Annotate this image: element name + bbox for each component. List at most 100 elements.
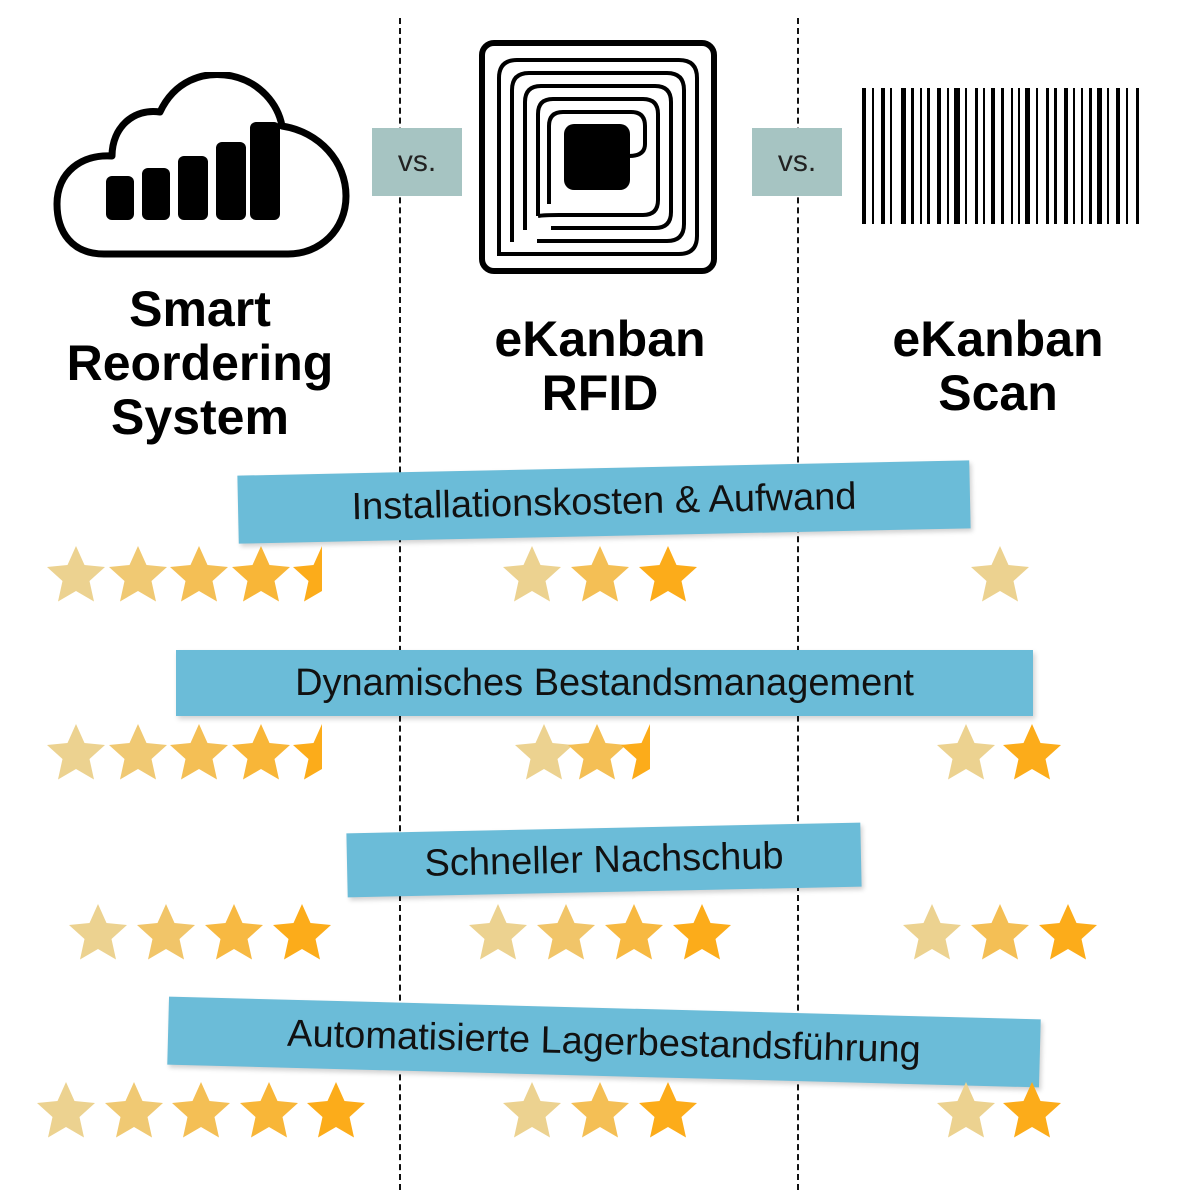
rating-star [568,724,626,780]
barcode-bar [1136,88,1139,224]
barcode-bar [1054,88,1057,224]
rating-star [1003,724,1061,780]
rating-star [170,546,228,602]
barcode-bar [862,88,866,224]
column-divider-left [399,18,401,1190]
barcode-bar [927,88,930,224]
barcode-bar [872,88,874,224]
column-divider-right [797,18,799,1190]
rating-star [293,724,322,780]
barcode-bar [1025,88,1030,224]
criterion-banner-inventory-management: Dynamisches Bestandsmanagement [176,650,1033,716]
rating-star [571,546,629,602]
vs-label-left: vs. [372,128,462,196]
rating-star [621,724,650,780]
rating-automated-inventory-rfid [500,1080,700,1144]
barcode-bar [920,88,922,224]
barcode-bar [983,88,985,224]
rating-star [47,724,105,780]
rating-star [293,546,322,602]
cloud-signal-bars-icon [52,71,352,262]
rating-star [37,1082,95,1138]
rating-star [205,904,263,960]
rating-star [639,1082,697,1138]
rating-star [273,904,331,960]
barcode-bar [1018,88,1020,224]
rating-star [231,546,290,602]
column-title-line: Smart [129,281,271,337]
rating-star [104,1082,163,1138]
rating-star [937,724,995,780]
column-title-line: Scan [938,365,1058,421]
barcode-bar [1001,88,1004,224]
rfid-chip-icon [479,40,717,274]
barcode-bar [937,88,941,224]
rating-star [515,724,573,780]
rating-star [971,904,1029,960]
column-title-smart-reordering: Smart Reordering System [20,282,380,444]
rating-fast-replenishment-rfid [466,902,734,966]
rating-star [503,546,561,602]
rating-star [971,546,1029,602]
column-title-line: Reordering [66,335,334,391]
column-title-line: eKanban [494,311,706,367]
rating-inventory-management-rfid [512,722,682,786]
barcode-bar [991,88,995,224]
column-title-ekanban-scan: eKanban Scan [818,312,1178,420]
barcode-bar [1116,88,1120,224]
rating-star [239,1082,298,1138]
barcode-icon [862,88,1144,224]
rating-star [108,546,167,602]
rating-star [307,1082,365,1138]
rating-star [47,546,105,602]
barcode-bar [1126,88,1128,224]
column-title-line: RFID [541,365,659,421]
barcode-bar [965,88,967,224]
rating-automated-inventory-scan [934,1080,1064,1144]
rating-installation-rfid [500,544,700,608]
barcode-bar [954,88,960,224]
criterion-banner-installation: Installationskosten & Aufwand [237,460,971,544]
rating-star [903,904,961,960]
rating-automated-inventory-smart [34,1080,368,1144]
barcode-bar [1036,88,1038,224]
rating-star [1039,904,1097,960]
rating-star [137,904,195,960]
rating-star [673,904,731,960]
rating-star [172,1082,230,1138]
rating-fast-replenishment-scan [900,902,1100,966]
rating-inventory-management-smart [44,722,354,786]
rating-star [639,546,697,602]
criterion-banner-automated-inventory: Automatisierte Lagerbestandsführung [167,996,1041,1088]
barcode-bar [1107,88,1109,224]
rating-star [231,724,290,780]
barcode-bar [911,88,914,224]
rating-star [605,904,663,960]
barcode-bar [1097,88,1102,224]
barcode-bar [1064,88,1068,224]
rating-star [469,904,527,960]
rating-star [108,724,167,780]
barcode-bar [901,88,906,224]
rating-star [503,1082,561,1138]
rating-star [571,1082,629,1138]
rating-installation-scan [968,544,1032,608]
barcode-bar [1011,88,1013,224]
rating-star [937,1082,995,1138]
rating-star [1003,1082,1061,1138]
column-title-line: eKanban [892,311,1104,367]
barcode-bar [1046,88,1049,224]
criterion-banner-fast-replenishment: Schneller Nachschub [346,822,862,898]
rating-inventory-management-scan [934,722,1064,786]
barcode-bar [1073,88,1075,224]
barcode-bar [1081,88,1083,224]
rating-fast-replenishment-smart [66,902,334,966]
rating-star [537,904,595,960]
column-title-ekanban-rfid: eKanban RFID [420,312,780,420]
rating-star [69,904,127,960]
barcode-bar [1089,88,1092,224]
barcode-bar [890,88,892,224]
barcode-bar [947,88,949,224]
rating-star [170,724,228,780]
vs-label-right: vs. [752,128,842,196]
